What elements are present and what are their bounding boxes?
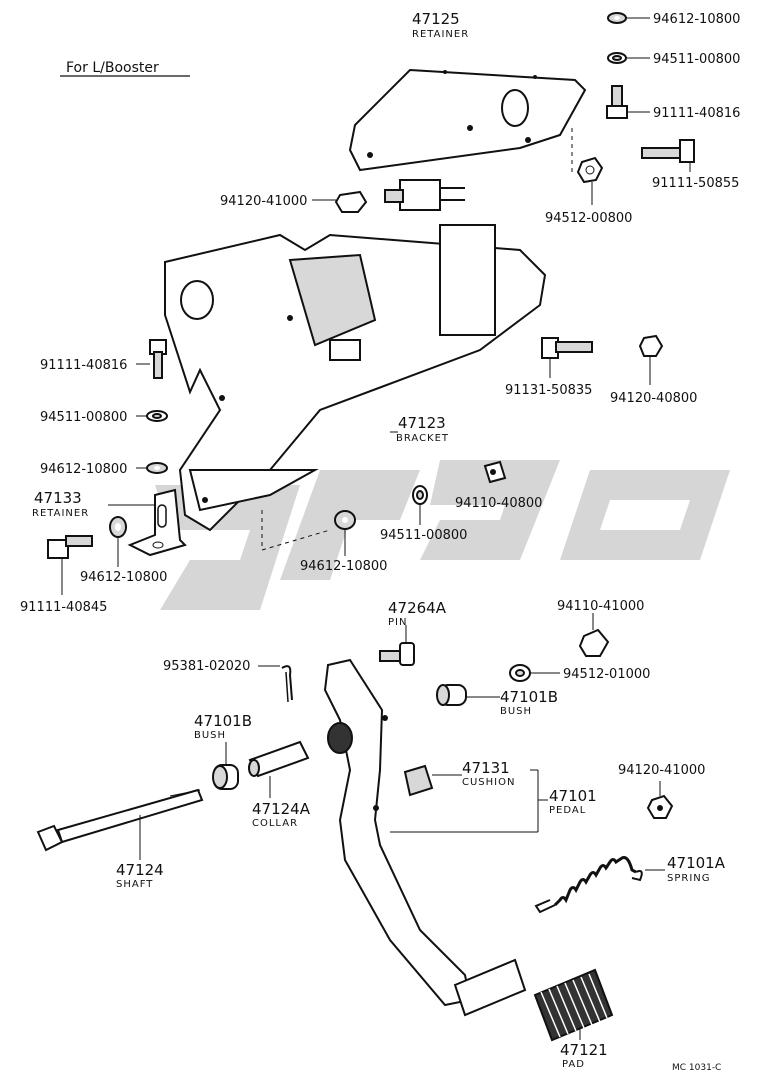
washer-94511-top [607, 52, 627, 64]
washer-94612-top [607, 12, 627, 24]
collar-47124A [248, 740, 310, 778]
label-94511-00800-b: 94511-00800 [40, 410, 127, 425]
bracket-47123 [164, 224, 547, 532]
washer-94612-retainer [109, 516, 127, 538]
label-94512-00800: 94512-00800 [545, 211, 632, 226]
label-47131: 47131 [462, 759, 510, 777]
pedal-47101 [323, 658, 527, 1017]
washer-94511-mid [412, 485, 428, 505]
nut-94120-41000-top [334, 190, 368, 213]
label-94110-41000: 94110-41000 [557, 599, 644, 614]
label-94612-10800-c: 94612-10800 [80, 570, 167, 585]
nut-94120-40800 [638, 334, 664, 357]
label-47101B-right: 47101B [500, 688, 558, 706]
diagram-title: For L/Booster [66, 60, 159, 76]
watermark-logo [155, 460, 730, 610]
label-47124A-sub: COLLAR [252, 818, 298, 829]
label-94511-00800-c: 94511-00800 [380, 528, 467, 543]
label-47101A-sub: SPRING [667, 873, 711, 884]
label-47101B-left: 47101B [194, 712, 252, 730]
retainer-47133 [127, 488, 187, 557]
label-94511-00800-a: 94511-00800 [653, 52, 740, 67]
label-47124A: 47124A [252, 800, 311, 818]
nut-94110-40800 [483, 460, 507, 484]
label-47123: 47123 [398, 414, 446, 432]
label-47101B-left-sub: BUSH [194, 730, 226, 741]
label-91111-40845: 91111-40845 [20, 600, 107, 615]
label-94612-10800-a: 94612-10800 [653, 12, 740, 27]
bolt-91111-50855 [641, 139, 695, 163]
label-47133: 47133 [34, 489, 82, 507]
label-94120-40800: 94120-40800 [610, 391, 697, 406]
label-47121: 47121 [560, 1041, 608, 1059]
pad-47121 [533, 968, 614, 1042]
label-94120-41000-a: 94120-41000 [220, 194, 307, 209]
label-95381-02020: 95381-02020 [163, 659, 250, 674]
bolt-91111-40845 [47, 535, 93, 559]
label-47133-sub: RETAINER [32, 508, 89, 519]
label-94120-41000-b: 94120-41000 [618, 763, 705, 778]
label-47124-sub: SHAFT [116, 879, 153, 890]
bush-47101B-right [436, 684, 467, 706]
label-91111-50855: 91111-50855 [652, 176, 739, 191]
label-47121-sub: PAD [562, 1059, 585, 1070]
label-47125-sub: RETAINER [412, 29, 469, 40]
bolt-91111-40816-top [606, 85, 628, 119]
label-47101: 47101 [549, 787, 597, 805]
label-47101B-right-sub: BUSH [500, 706, 532, 717]
washer-94512-01000 [509, 664, 531, 682]
bush-47101B-left [212, 764, 239, 790]
label-91111-40816-b: 91111-40816 [40, 358, 127, 373]
washer-94612-left [146, 462, 168, 474]
label-47123-sub: BRACKET [396, 433, 449, 444]
nut-94110-41000 [578, 628, 610, 657]
label-47264A: 47264A [388, 599, 447, 617]
label-94110-40800: 94110-40800 [455, 496, 542, 511]
diagram-code: MC 1031-C [672, 1063, 721, 1073]
stop-lamp-switch [384, 179, 465, 211]
pin-47264A [379, 642, 415, 666]
label-47264A-sub: PIN [388, 617, 407, 628]
label-91131-50835: 91131-50835 [505, 383, 592, 398]
cushion-47131 [403, 764, 434, 797]
label-47101A: 47101A [667, 854, 726, 872]
nut-94120-41000-lower [646, 794, 674, 819]
washer-94612-mid [334, 510, 356, 530]
shaft-47124 [36, 788, 204, 852]
label-47125: 47125 [412, 10, 460, 28]
nut-94512-00800 [576, 156, 604, 184]
label-47131-sub: CUSHION [462, 777, 515, 788]
washer-94511-left [146, 410, 168, 422]
label-47124: 47124 [116, 861, 164, 879]
label-47101-sub: PEDAL [549, 805, 586, 816]
label-91111-40816-a: 91111-40816 [653, 106, 740, 121]
label-94512-01000: 94512-01000 [563, 667, 650, 682]
cotter-pin-95381 [281, 665, 293, 703]
bolt-91111-40816-left [149, 339, 167, 379]
label-94612-10800-b: 94612-10800 [40, 462, 127, 477]
bolt-91131-50835 [541, 337, 593, 359]
label-94612-10800-d: 94612-10800 [300, 559, 387, 574]
spring-47101A [534, 856, 643, 914]
retainer-47125 [348, 68, 587, 172]
